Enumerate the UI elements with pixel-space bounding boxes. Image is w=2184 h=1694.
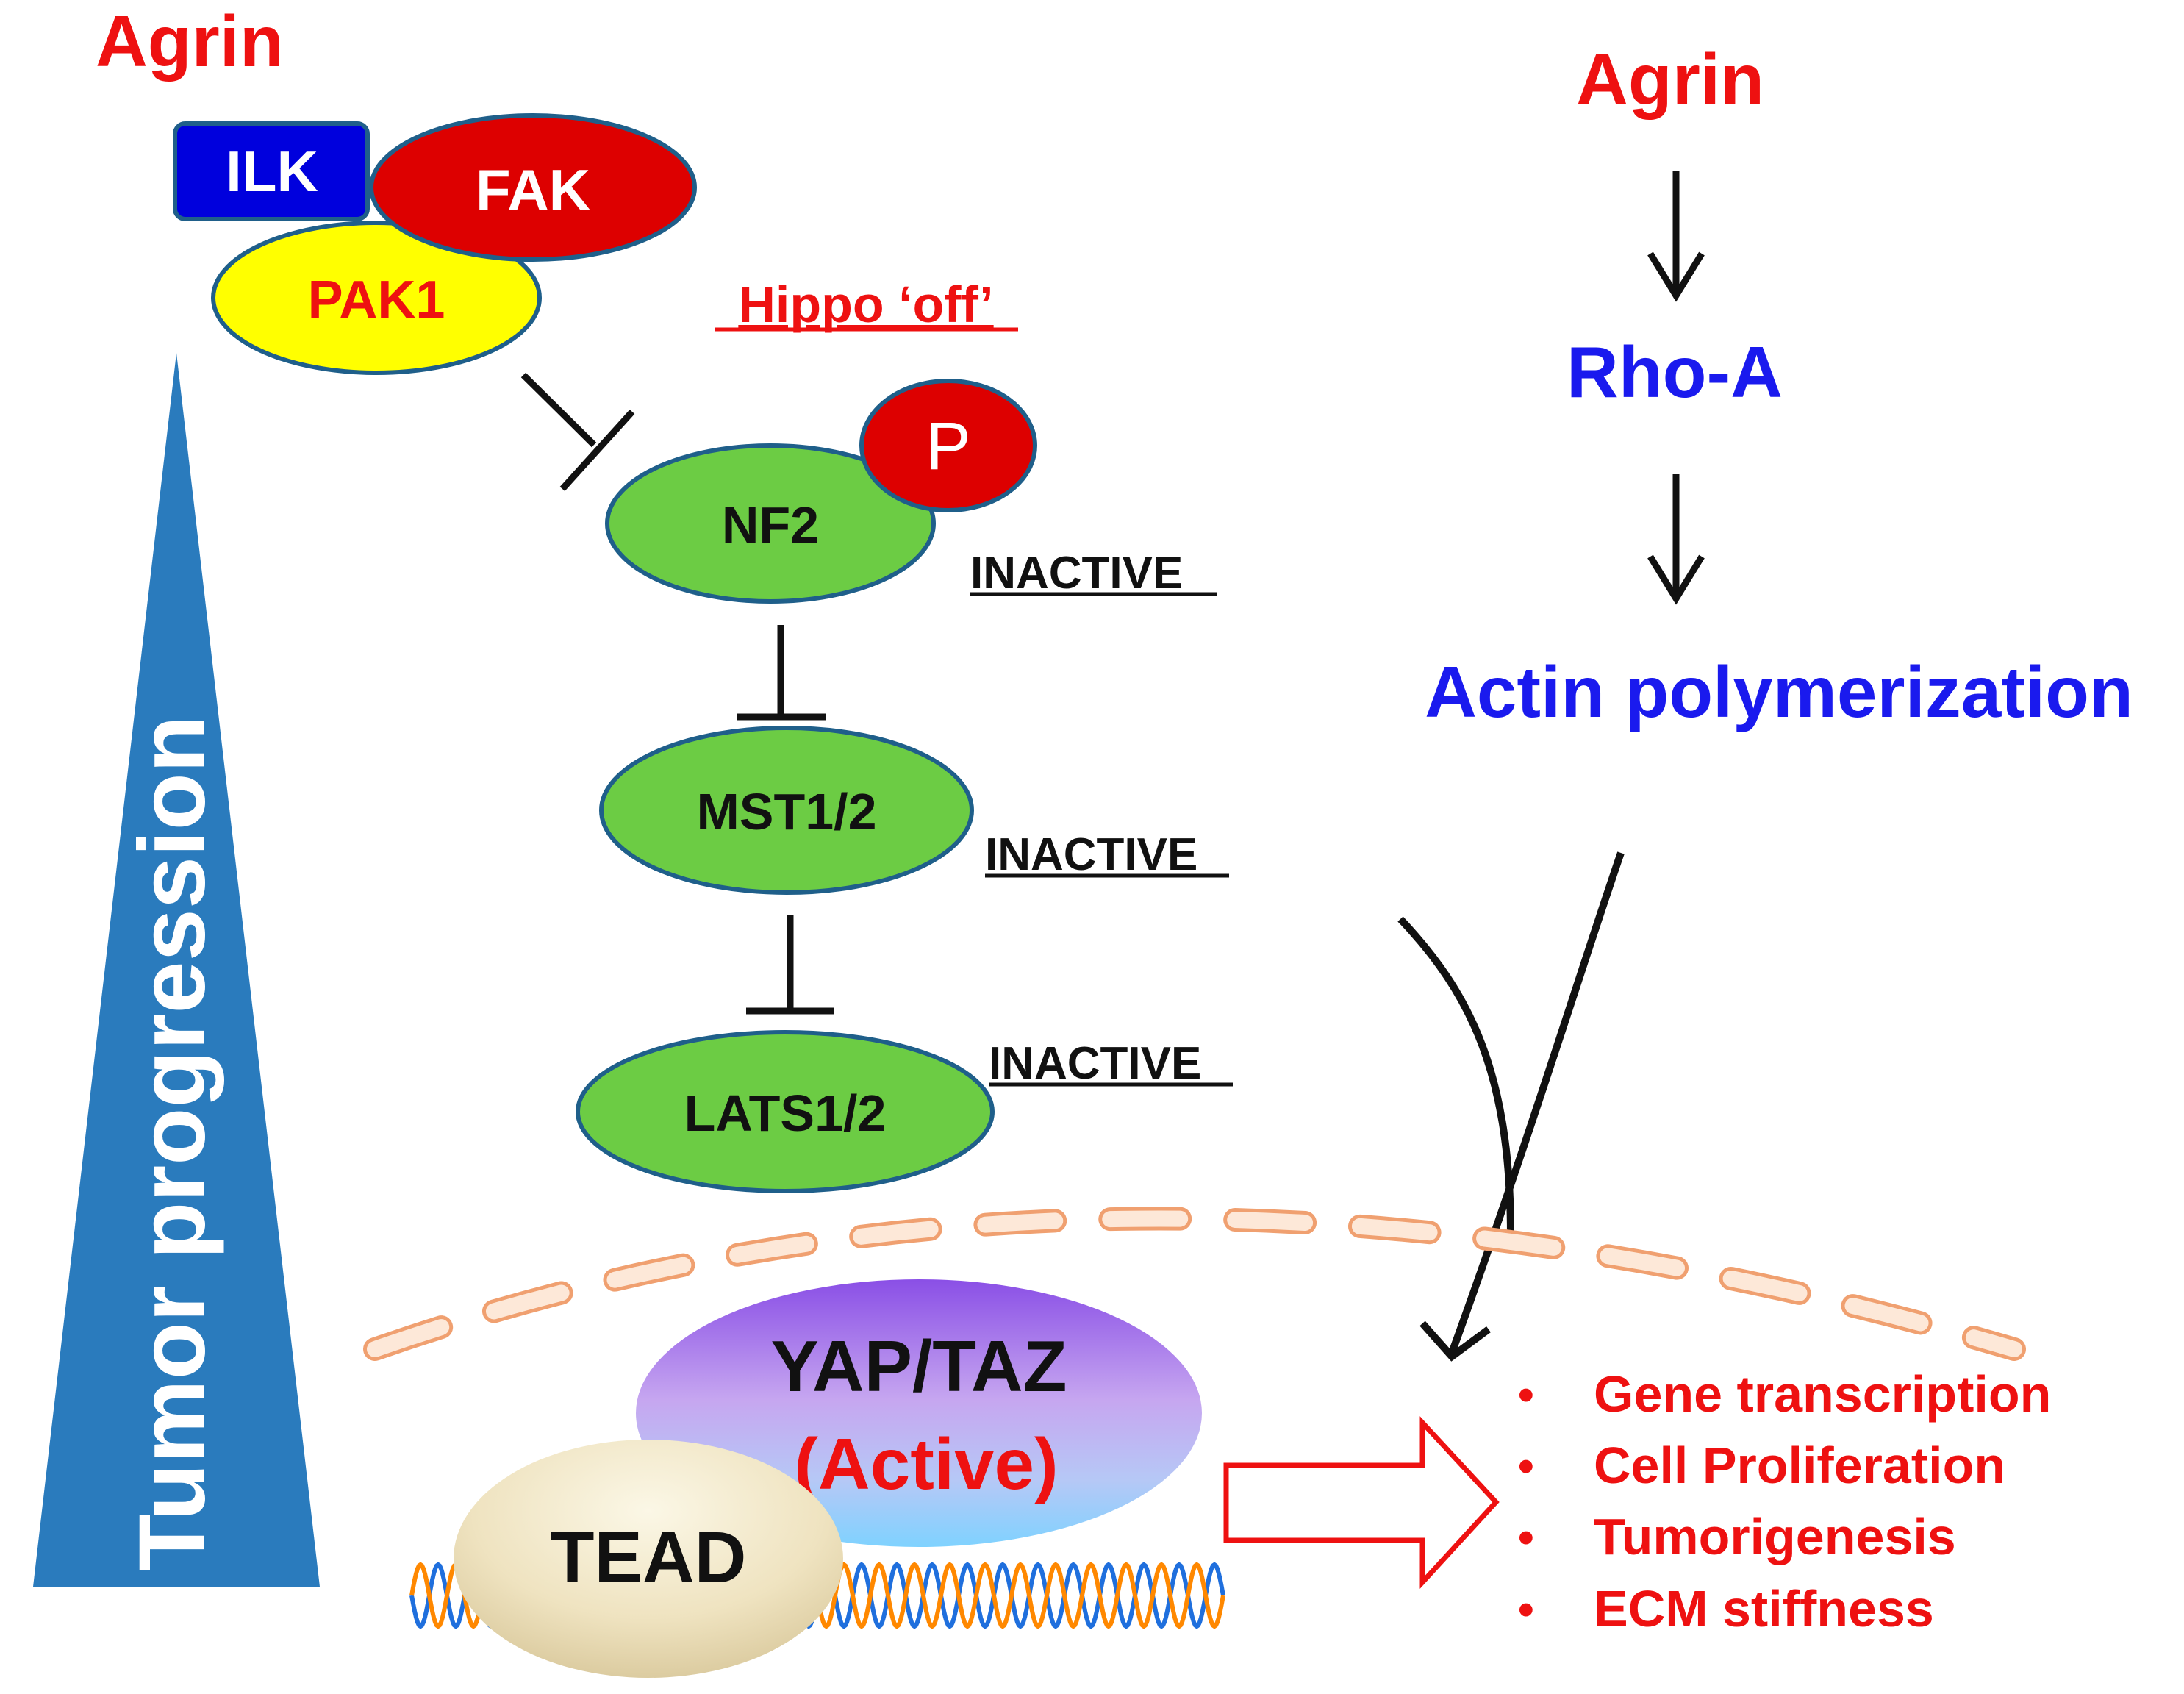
tumor-progression-label: Tumor progression [120, 715, 225, 1571]
nuclear-membrane-inner [367, 1210, 2022, 1357]
pak1-inhibition-line [520, 372, 597, 448]
phosphate-ellipse [859, 379, 1037, 512]
lats-label: LATS1/2 [684, 1084, 887, 1142]
mst-label: MST1/2 [696, 783, 876, 840]
phosphate-label: P [925, 409, 970, 484]
outcome-bullet-4: • [1518, 1584, 1534, 1635]
outcome-item-3: Tumorigenesis [1594, 1508, 1956, 1565]
ilk-box [173, 121, 370, 221]
pak1-inhibition-bar [559, 409, 635, 492]
yap-taz-state: (Active) [794, 1423, 1058, 1504]
actin-label: Actin polymerization [1425, 651, 2133, 732]
outcome-bullet-3: • [1518, 1512, 1534, 1563]
pak1-label: PAK1 [308, 271, 445, 329]
mst-status: INACTIVE [985, 829, 1197, 880]
lats-ellipse [576, 1030, 995, 1193]
tead-ellipse [454, 1440, 843, 1678]
agrin-label-left: Agrin [96, 1, 284, 82]
fak-ellipse [369, 113, 697, 262]
lats-status: INACTIVE [989, 1038, 1201, 1089]
rhoa-label: Rho-A [1567, 332, 1783, 412]
agrin-label-right: Agrin [1576, 39, 1764, 120]
agrin-rhoa-arrow-head [1647, 251, 1705, 302]
outcome-hollow-arrow [1223, 1416, 1500, 1589]
hippo-to-nucleus-curve [1397, 916, 1514, 1236]
yap-taz-label: YAP/TAZ [771, 1326, 1067, 1407]
tumor-progression-triangle [33, 353, 320, 1587]
outcome-bullet-2: • [1518, 1441, 1534, 1492]
mst-ellipse [599, 726, 974, 895]
pak1-ellipse [211, 221, 542, 375]
rhoa-actin-arrow-head [1647, 554, 1705, 605]
convergence-arrow-head [1419, 1320, 1491, 1362]
nf2-label: NF2 [722, 496, 819, 554]
hippo-off-title: Hippo ‘off’ [738, 276, 993, 333]
actin-to-nucleus-arrow [1448, 851, 1625, 1354]
ilk-label: ILK [226, 139, 318, 204]
fak-label: FAK [476, 157, 590, 222]
outcome-item-2: Cell Proliferation [1594, 1437, 2005, 1494]
outcome-item-1: Gene transcription [1594, 1365, 2051, 1423]
tead-label: TEAD [551, 1517, 747, 1598]
outcome-item-4: ECM stiffness [1594, 1580, 1934, 1637]
outcome-list: • Gene transcription • Cell Proliferatio… [1518, 1365, 2051, 1637]
nf2-ellipse [605, 443, 936, 604]
outcome-bullet-1: • [1518, 1370, 1534, 1420]
nf2-status: INACTIVE [970, 548, 1183, 598]
